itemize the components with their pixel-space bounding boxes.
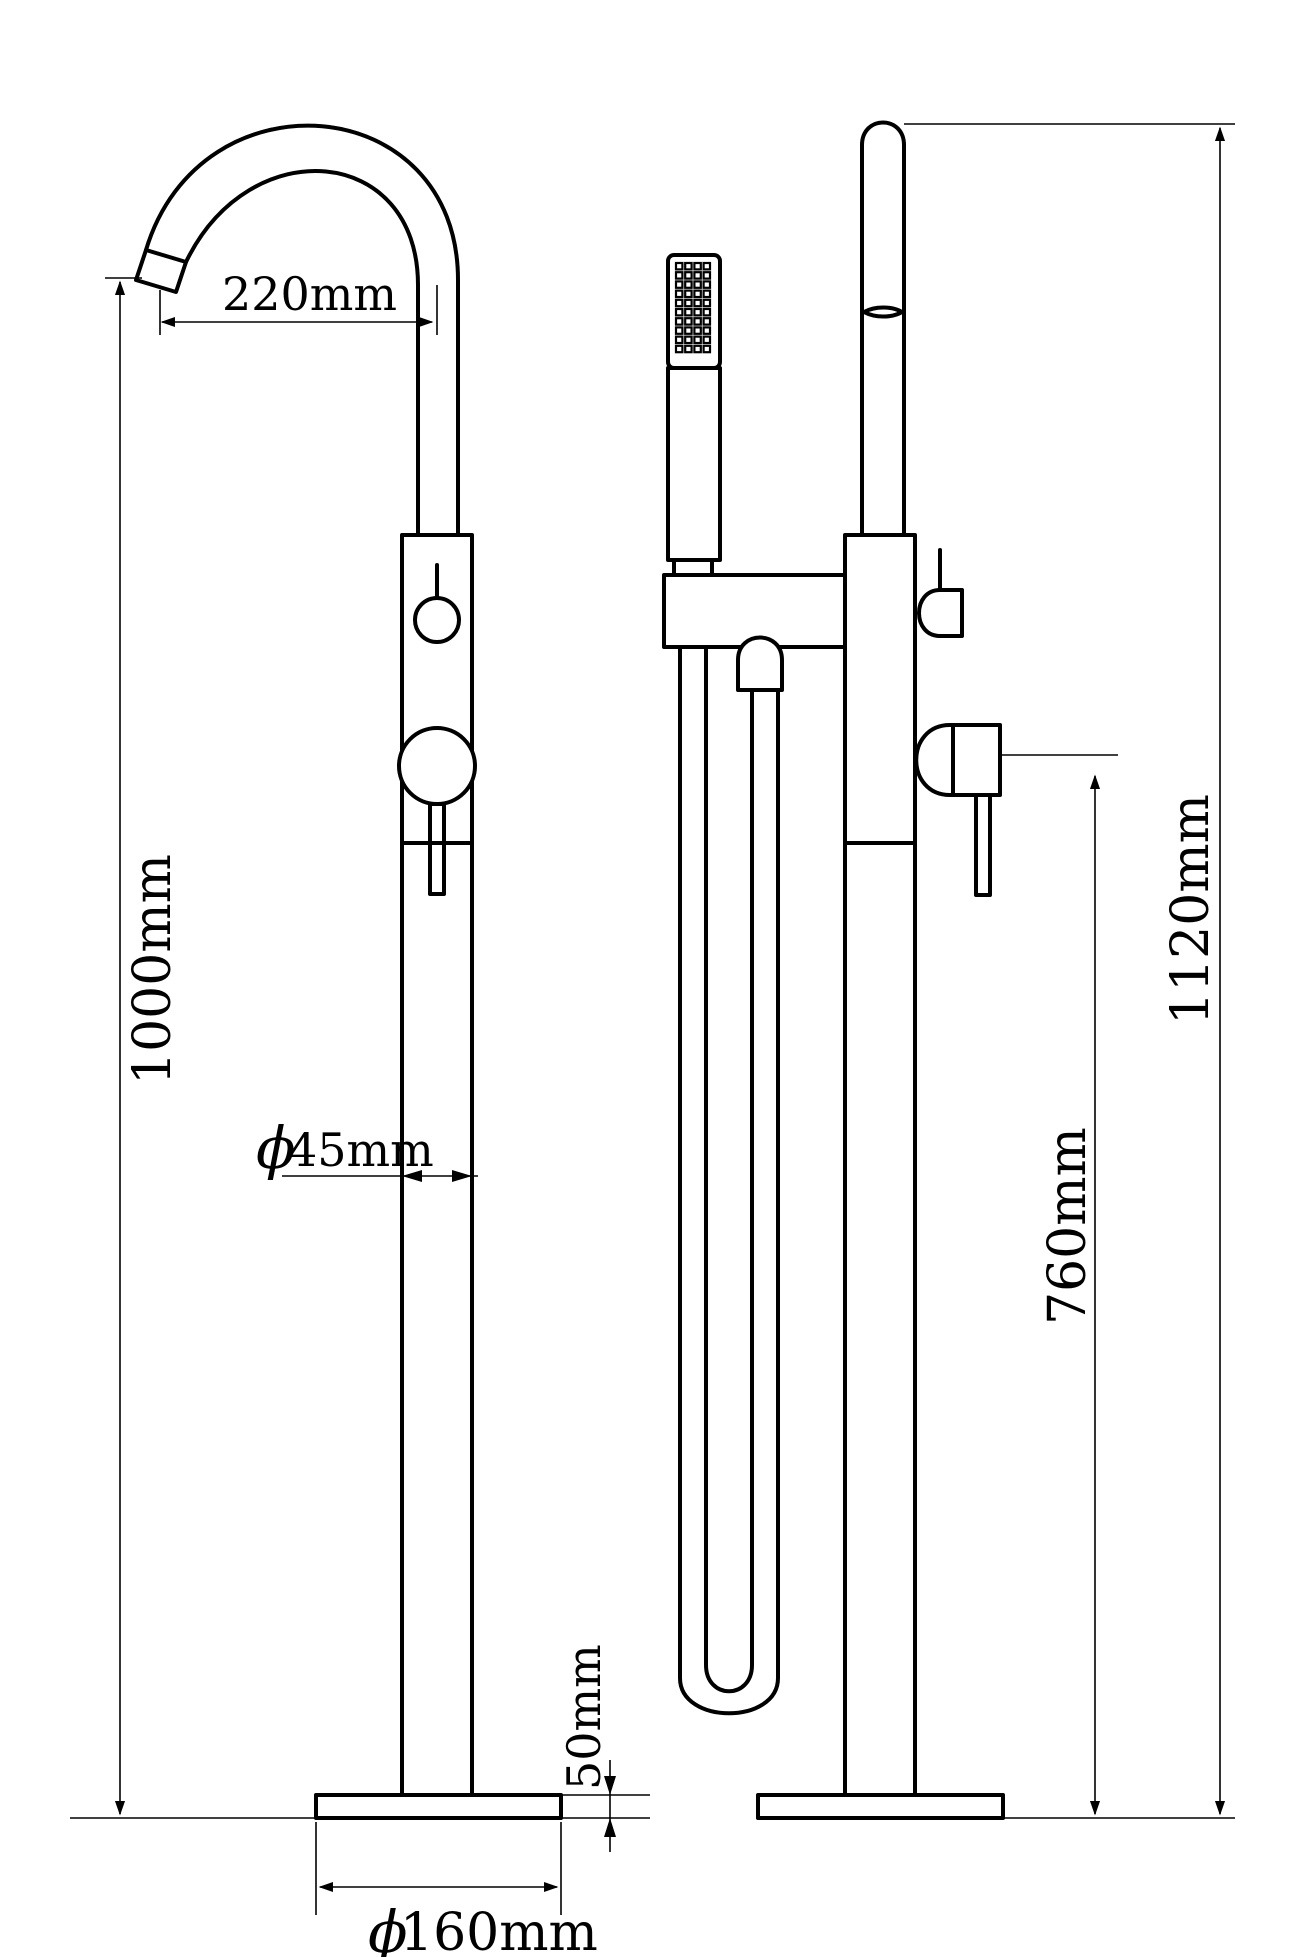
spray-nozzle (684, 280, 693, 289)
spray-nozzle (684, 261, 693, 271)
side-spout-ring (862, 305, 904, 319)
side-valve-body (843, 533, 917, 845)
spray-nozzle (702, 317, 712, 326)
spray-nozzle (702, 326, 712, 335)
spray-nozzle (684, 326, 693, 335)
pipe-diameter-symbol: ϕ (256, 1114, 296, 1182)
spray-nozzle (684, 289, 693, 299)
spray-nozzle (693, 298, 702, 308)
spray-nozzle (693, 271, 702, 280)
spray-nozzle (684, 335, 693, 345)
total-height-label: 1120mm (1161, 794, 1221, 1025)
side-view: 1120mm 760mm (662, 120, 1235, 1820)
spray-nozzle (684, 317, 693, 326)
spout-height-label: 1000mm (123, 854, 183, 1085)
hose-connector (736, 635, 784, 692)
spray-nozzle (674, 280, 684, 289)
spray-nozzle (693, 307, 702, 317)
spout-outer-curve (144, 123, 460, 537)
spray-nozzle (693, 280, 702, 289)
spray-nozzle (702, 271, 712, 280)
spray-nozzle (674, 298, 684, 308)
spray-nozzle (674, 326, 684, 335)
spray-nozzle (693, 289, 702, 299)
base-height-label: 50mm (557, 1644, 611, 1790)
spray-nozzle (702, 261, 712, 271)
spray-nozzle (693, 326, 702, 335)
spray-nozzle (702, 335, 712, 345)
spray-nozzle (674, 271, 684, 280)
base-plate (314, 1793, 563, 1820)
shower-spray-grid (674, 261, 712, 354)
spray-nozzle (702, 298, 712, 308)
mixer-knob (397, 726, 477, 806)
spray-nozzle (674, 335, 684, 345)
hose-outer (678, 645, 780, 1716)
base-diameter-label: 160mm (400, 1903, 598, 1957)
spray-nozzle (674, 344, 684, 354)
spray-nozzle (674, 317, 684, 326)
spray-nozzle (684, 271, 693, 280)
front-view: 220mm 1000mm ϕ 45mm 50mm ϕ 160mm (70, 123, 650, 1957)
shower-holder (662, 573, 847, 649)
pipe-diameter-label: 45mm (288, 1123, 434, 1177)
spray-nozzle (693, 335, 702, 345)
diverter-knob (413, 596, 461, 644)
spray-nozzle (693, 317, 702, 326)
hose-inner (704, 645, 754, 1694)
spray-nozzle (693, 261, 702, 271)
spray-nozzle (702, 289, 712, 299)
side-mixer-lever (974, 793, 992, 897)
hand-shower-body (666, 366, 722, 562)
handle-height-label: 760mm (1038, 1127, 1098, 1325)
spray-nozzle (684, 307, 693, 317)
spray-nozzle (674, 307, 684, 317)
side-base-plate (756, 1793, 1005, 1820)
mixer-lever (428, 802, 446, 896)
spout-nozzle (134, 248, 188, 294)
spray-nozzle (702, 307, 712, 317)
spray-nozzle (684, 344, 693, 354)
side-mixer-knob (914, 723, 1002, 797)
spray-nozzle (702, 280, 712, 289)
side-spout-tube (860, 120, 906, 537)
reach-dimension-label: 220mm (222, 267, 397, 321)
base-diameter-symbol: ϕ (368, 1898, 408, 1957)
spout-inner-curve (184, 169, 420, 537)
spray-nozzle (684, 298, 693, 308)
spray-nozzle (693, 344, 702, 354)
spray-nozzle (702, 344, 712, 354)
side-diverter-knob (917, 588, 964, 638)
shower-holder-cradle (672, 558, 714, 577)
spray-nozzle (674, 289, 684, 299)
spray-nozzle (674, 261, 684, 271)
